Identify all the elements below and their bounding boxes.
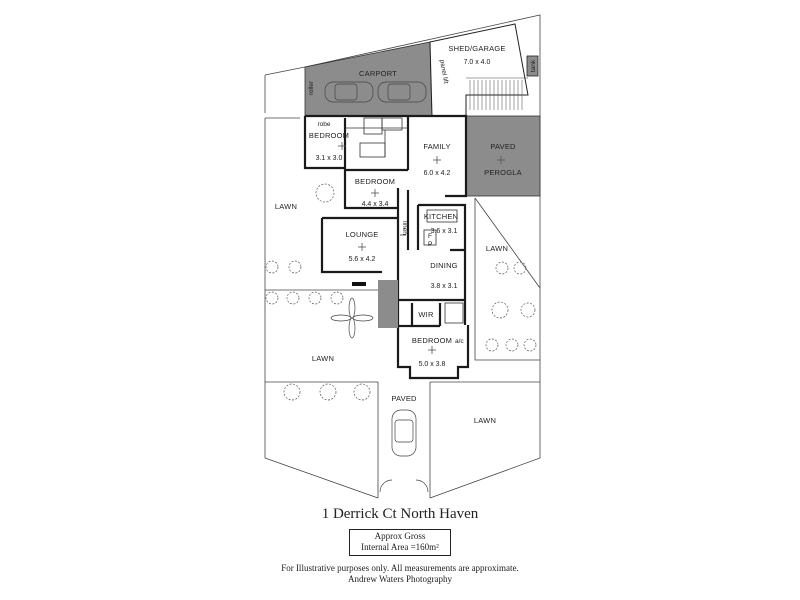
lawn-bottom-label: LAWN bbox=[474, 416, 496, 425]
wir-label: WIR bbox=[418, 310, 434, 319]
tank-label: tank bbox=[530, 59, 537, 72]
bedroom-1-label: BEDROOM bbox=[309, 131, 349, 140]
walkway-grey bbox=[378, 280, 398, 328]
shed-garage-dim: 7.0 x 4.0 bbox=[464, 59, 491, 66]
palm-plant bbox=[330, 297, 374, 339]
shed-garage-label: SHED/GARAGE bbox=[448, 44, 505, 53]
family-label: FAMILY bbox=[423, 142, 450, 151]
paved-perogla-area bbox=[465, 115, 541, 197]
family-dim: 6.0 x 4.2 bbox=[424, 170, 451, 177]
roller-label: roller bbox=[308, 80, 315, 95]
front-car bbox=[391, 409, 417, 457]
kitchen-pantry-label: P bbox=[428, 241, 432, 248]
dining-dim: 3.8 x 3.1 bbox=[431, 283, 458, 290]
kitchen-label: KITCHEN bbox=[424, 212, 458, 221]
photographer-credit: Andrew Waters Photography bbox=[347, 574, 453, 584]
lounge-dim: 5.6 x 4.2 bbox=[349, 256, 376, 263]
tank-box bbox=[526, 55, 539, 77]
dining-label: DINING bbox=[430, 261, 457, 270]
area-line-1: Approx Gross bbox=[374, 531, 426, 541]
bedroom-2-label: BEDROOM bbox=[355, 177, 395, 186]
panel-lift-label: panel lift bbox=[438, 59, 449, 84]
lawn-middle-label: LAWN bbox=[312, 354, 334, 363]
robe-label: robe bbox=[317, 121, 330, 128]
kitchen-dim: 3.6 x 3.1 bbox=[431, 228, 458, 235]
bedroom-3-label: BEDROOM bbox=[412, 336, 452, 345]
area-line-2: Internal Area =160m² bbox=[361, 542, 439, 552]
site-boundary bbox=[264, 14, 541, 499]
carport-label: CARPORT bbox=[359, 69, 397, 78]
paved-front-label: PAVED bbox=[391, 394, 417, 403]
linen-label: linen bbox=[401, 221, 408, 235]
disclaimer: For Illustrative purposes only. All meas… bbox=[0, 563, 800, 585]
carport-cars bbox=[324, 81, 427, 103]
bedroom-2-dim: 4.4 x 3.4 bbox=[362, 201, 389, 208]
interior-lines bbox=[345, 117, 464, 324]
kitchen-fridge-label: F bbox=[428, 233, 432, 240]
property-address: 1 Derrick Ct North Haven bbox=[321, 506, 479, 522]
shed-ramp bbox=[466, 77, 528, 110]
lawn-right-label: LAWN bbox=[486, 244, 508, 253]
room-markers bbox=[338, 142, 505, 354]
perogla-label: PEROGLA bbox=[484, 168, 522, 177]
bedroom-3-ac-label: a/c bbox=[455, 338, 464, 345]
front-gates bbox=[379, 479, 429, 493]
lawn-left-label: LAWN bbox=[275, 202, 297, 211]
house-walls bbox=[303, 114, 470, 380]
bedroom-3-dim: 5.0 x 3.8 bbox=[419, 361, 446, 368]
lounge-label: LOUNGE bbox=[346, 230, 379, 239]
disclaimer-text: For Illustrative purposes only. All meas… bbox=[281, 563, 519, 573]
bedroom-1-dim: 3.1 x 3.0 bbox=[316, 155, 343, 162]
garden-trees bbox=[265, 183, 537, 401]
area-box: Approx Gross Internal Area =160m² bbox=[349, 529, 451, 556]
paved-perogla-label: PAVED bbox=[490, 142, 516, 151]
fireplace bbox=[352, 282, 366, 286]
